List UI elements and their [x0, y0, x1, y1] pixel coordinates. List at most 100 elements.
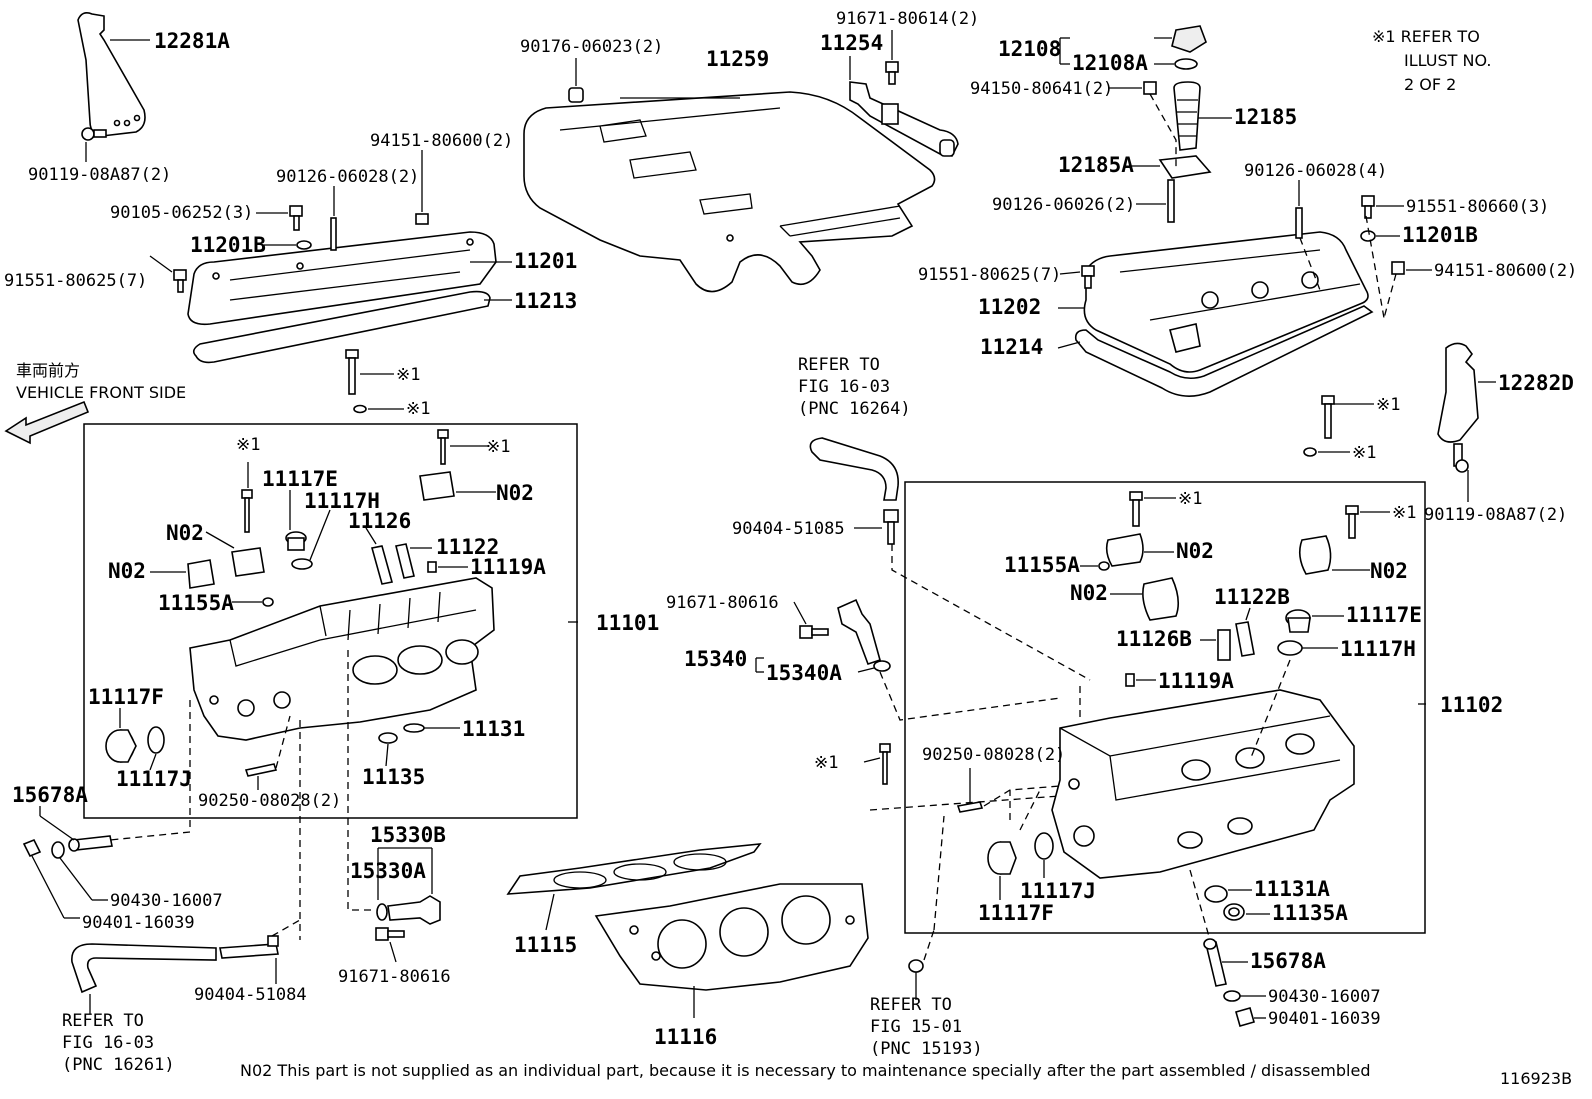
label-11254: 11254 — [820, 31, 883, 55]
label-15340A: 15340A — [766, 661, 842, 685]
bolt-ref1-left-top — [345, 349, 359, 395]
bolt-91551-left — [173, 269, 187, 293]
gasket-11135 — [378, 732, 398, 744]
label-90404-51085: 90404-51085 — [732, 519, 845, 539]
bolt-91671-left — [375, 927, 405, 941]
union-90404-51085 — [883, 509, 899, 545]
label-11117F-left: 11117F — [88, 685, 164, 709]
label-n02-2: N02 — [166, 521, 204, 545]
direction-english: VEHICLE FRONT SIDE — [16, 383, 186, 402]
pin-11155A-left — [262, 597, 274, 607]
bolt-ref1-right-top — [1321, 395, 1335, 439]
label-11213: 11213 — [514, 289, 577, 313]
washer-ref1-right-top — [1303, 447, 1317, 457]
label-11117E-left: 11117E — [262, 467, 338, 491]
gasket-90430-left — [51, 841, 65, 859]
oil-filler-cap — [1171, 25, 1207, 53]
label-11117J-left: 11117J — [116, 767, 192, 791]
gasket-12185A — [1158, 155, 1212, 179]
cylinder-head-cover-gasket-right — [1074, 305, 1374, 397]
bolt-ref1-mid — [879, 743, 891, 785]
label-11214: 11214 — [980, 335, 1043, 359]
pin-90250-right — [956, 801, 984, 813]
label-90401-right: 90401-16039 — [1268, 1009, 1381, 1029]
camshaft-bearing-cap-n02-3 — [419, 471, 455, 501]
label-91551-left: 91551-80625(7) — [4, 271, 147, 291]
label-15340: 15340 — [684, 647, 747, 671]
o-ring-15340A — [873, 660, 891, 672]
sleeve-11122B — [1235, 621, 1255, 657]
label-ref1-b: ※1 — [406, 399, 430, 419]
label-11117E-right: 11117E — [1346, 603, 1422, 627]
gasket-11135A — [1223, 903, 1245, 921]
footnote-n02: N02 This part is not supplied as an indi… — [240, 1061, 1370, 1080]
stud-90126-06026 — [1167, 179, 1175, 223]
right-cylinder-head-group-box — [904, 481, 1426, 934]
pin-90250-left — [244, 763, 278, 777]
label-11119A-left: 11119A — [470, 555, 546, 579]
label-11101: 11101 — [596, 611, 659, 635]
label-11135A: 11135A — [1272, 901, 1348, 925]
label-ref1-h: ※1 — [1178, 489, 1202, 509]
label-ref1-c: ※1 — [1376, 395, 1400, 415]
label-90250-right: 90250-08028(2) — [922, 745, 1065, 765]
gasket-90430-right — [1223, 990, 1241, 1002]
bolt-90119-left — [81, 127, 107, 141]
plug-11131A — [1204, 885, 1228, 903]
gasket-11117J-right — [1034, 832, 1054, 860]
engine-cover — [523, 91, 936, 293]
label-11201B-left: 11201B — [190, 233, 266, 257]
cylinder-head-gasket-11116 — [594, 883, 869, 991]
refer-bm-line3: (PNC 15193) — [870, 1039, 983, 1059]
label-11155A-right: 11155A — [1004, 553, 1080, 577]
sleeve-11126 — [370, 545, 394, 585]
refer-bl-line2: FIG 16-03 — [62, 1033, 154, 1053]
bolt-90119-right — [1453, 443, 1469, 473]
label-11115: 11115 — [514, 933, 577, 957]
oil-control-valve-15340 — [837, 598, 881, 666]
bolt-ref1-left-b — [437, 429, 449, 465]
label-91671-right: 91671-80616 — [666, 593, 779, 613]
camshaft-bearing-cap-n02-1 — [187, 559, 215, 589]
camshaft-bearing-cap-n02-6 — [1298, 535, 1332, 575]
label-15330B: 15330B — [370, 823, 446, 847]
hose-right — [809, 437, 899, 501]
engine-cover-bracket-11254 — [849, 81, 959, 157]
label-11201: 11201 — [514, 249, 577, 273]
label-91551-80660: 91551-80660(3) — [1406, 197, 1549, 217]
refer-top-line2: FIG 16-03 — [798, 377, 890, 397]
label-11135: 11135 — [362, 765, 425, 789]
sleeve-11122 — [395, 543, 415, 579]
label-91671-left: 91671-80616 — [338, 967, 451, 987]
bolt-ref1-right-b — [1345, 505, 1359, 539]
corner-note-line3: 2 OF 2 — [1404, 75, 1456, 94]
gasket-12108A — [1174, 58, 1198, 70]
camshaft-bearing-cap-n02-2 — [231, 547, 265, 577]
label-ref1-d: ※1 — [1352, 443, 1376, 463]
label-15330A: 15330A — [350, 859, 426, 883]
plug-11131 — [403, 723, 425, 733]
label-11131: 11131 — [462, 717, 525, 741]
label-11202: 11202 — [978, 295, 1041, 319]
camshaft-bearing-cap-n02-5 — [1142, 577, 1180, 621]
direction-japanese: 車両前方 — [16, 361, 80, 380]
label-91551-right: 91551-80625(7) — [918, 265, 1061, 285]
label-11126B: 11126B — [1116, 627, 1192, 651]
label-12281A: 12281A — [154, 29, 230, 53]
bolt-91671-80614 — [885, 61, 899, 85]
nut-94151-right — [1391, 261, 1405, 275]
label-ref1-i: ※1 — [1392, 503, 1416, 523]
stud-90126-left — [330, 217, 337, 251]
label-11117H-left: 11117H — [304, 489, 380, 513]
label-11122: 11122 — [436, 535, 499, 559]
label-94151-right: 94151-80600(2) — [1434, 261, 1577, 281]
engine-hanger-bracket-right — [1437, 342, 1479, 443]
plug-90401-right — [1235, 1007, 1255, 1027]
cylinder-head-cover-left — [187, 231, 497, 326]
plug-11117E-right — [1285, 609, 1311, 633]
label-n02-3: N02 — [108, 559, 146, 583]
bolt-90105 — [289, 205, 303, 231]
label-11117F-right: 11117F — [978, 901, 1054, 925]
label-94151-left: 94151-80600(2) — [370, 131, 513, 151]
